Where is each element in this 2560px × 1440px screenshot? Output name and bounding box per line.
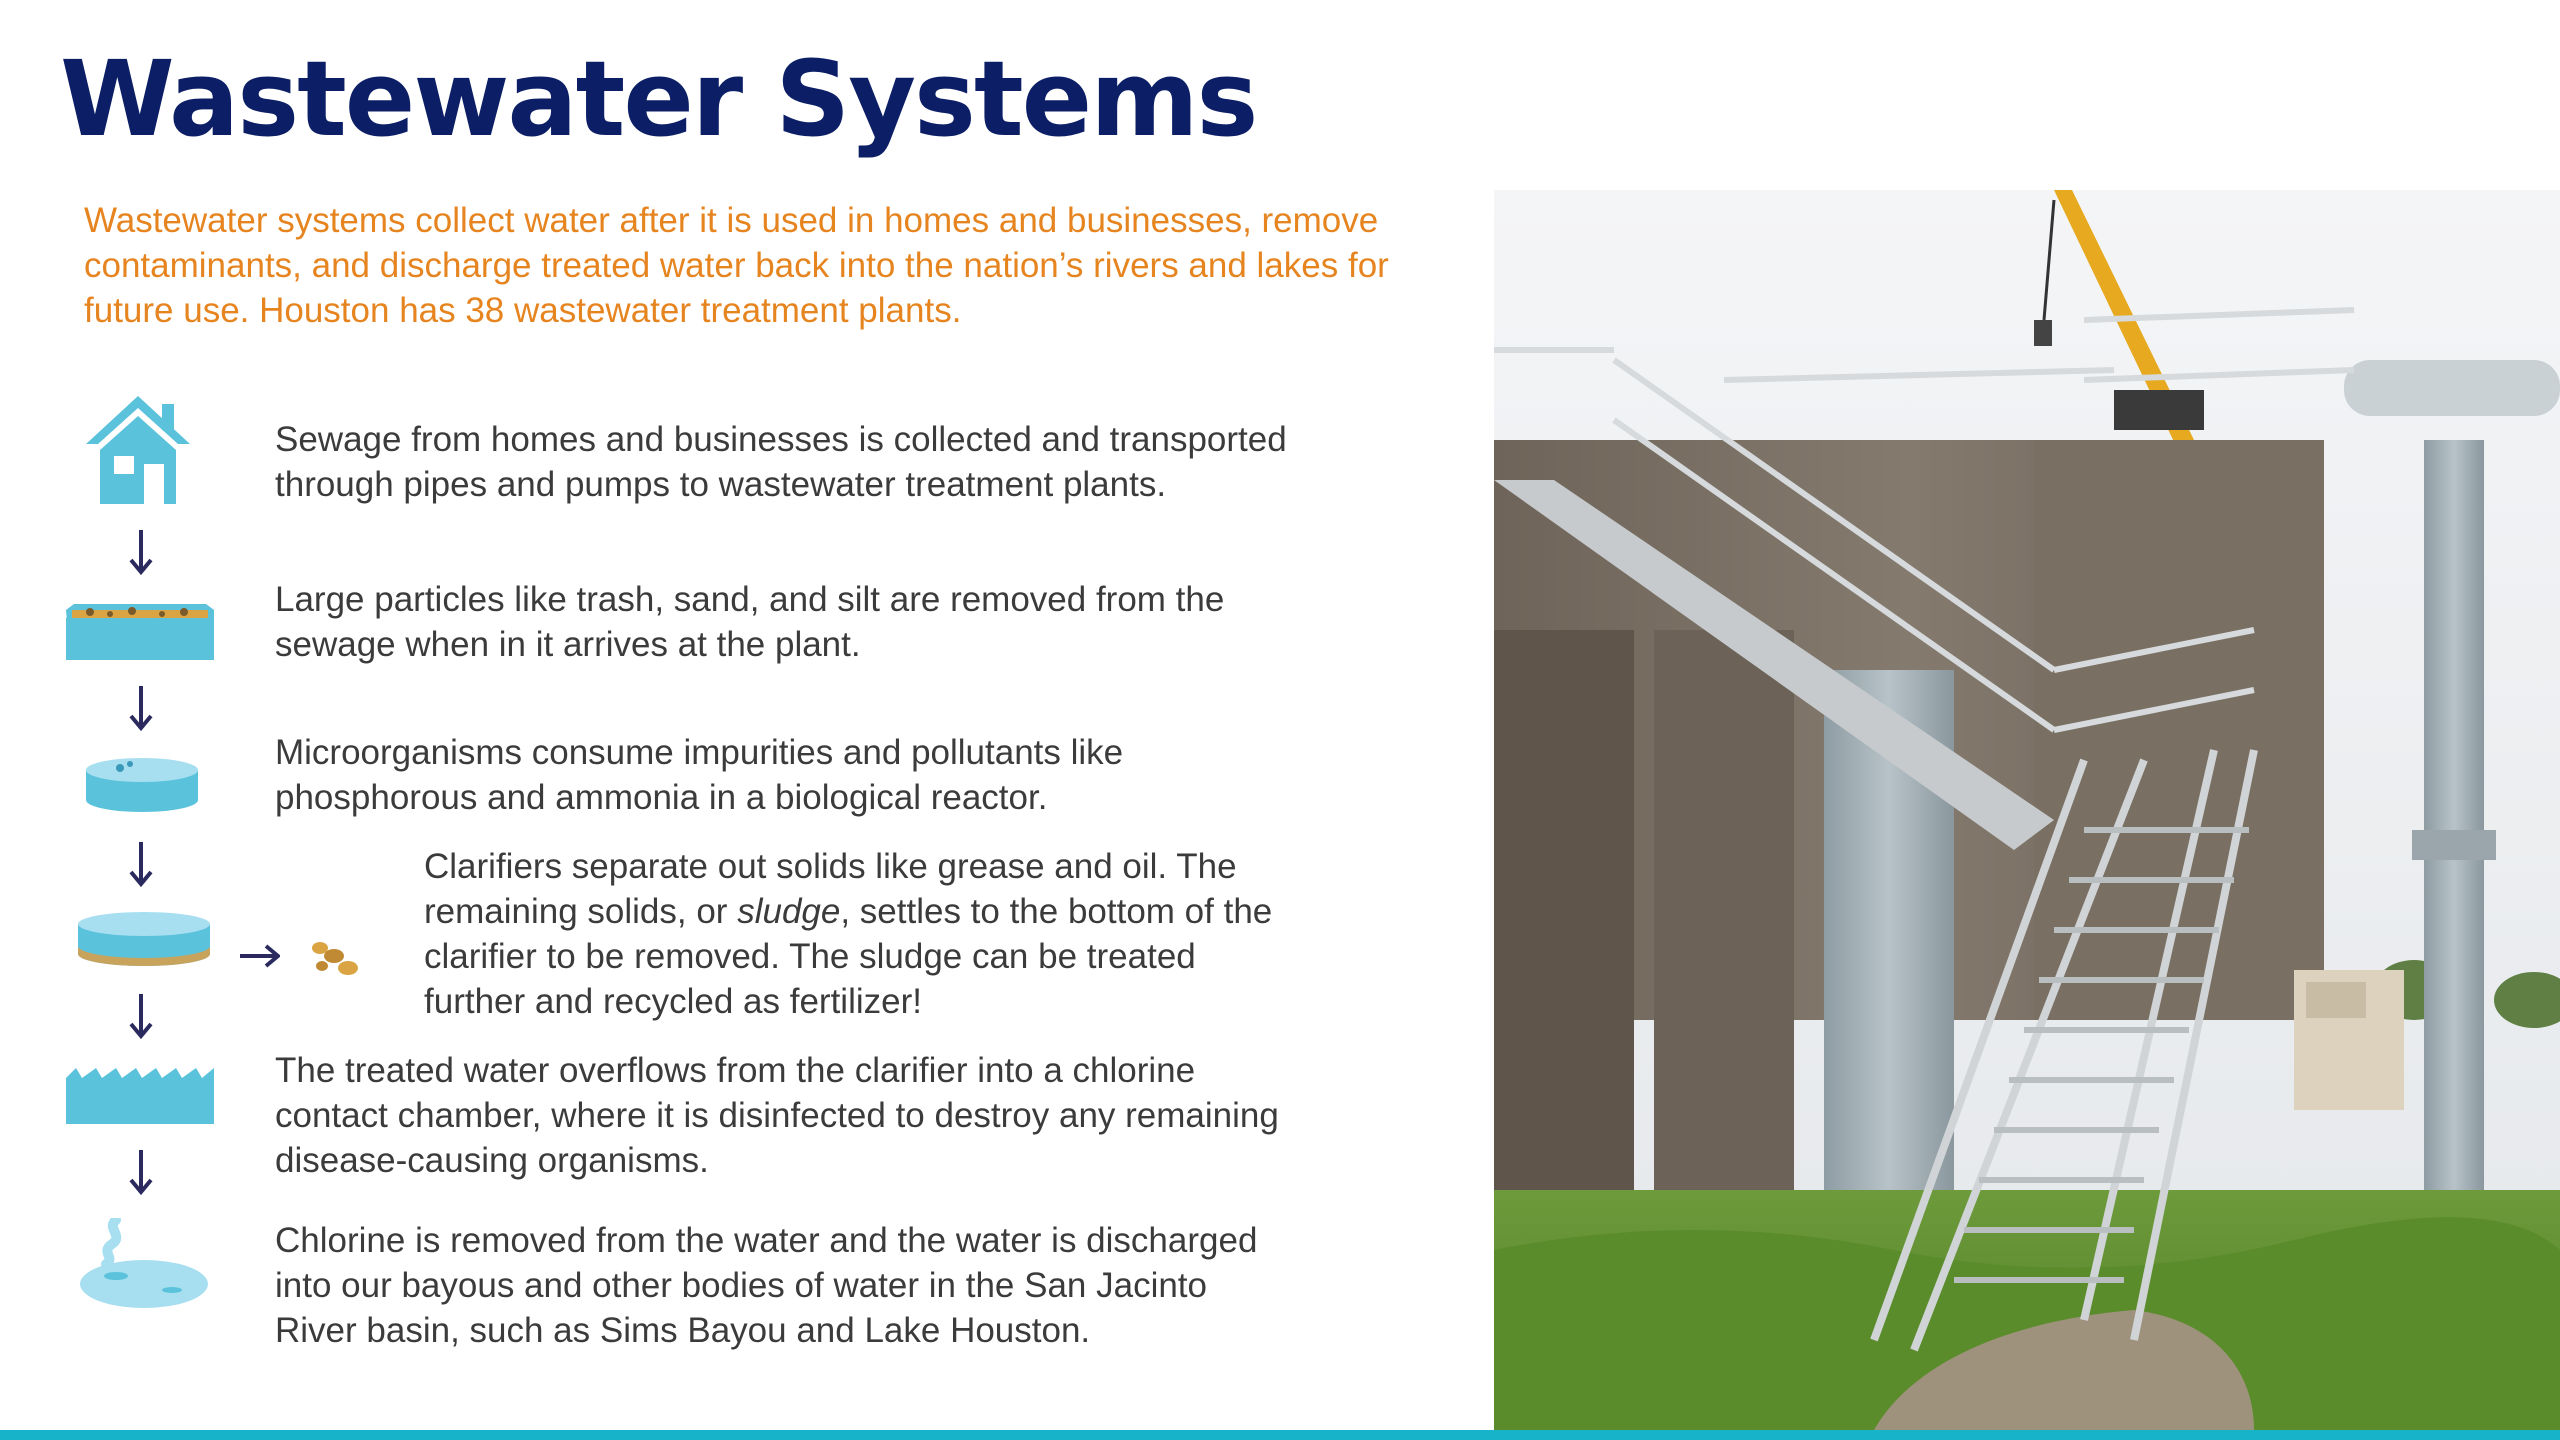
step-1-line-1: Sewage from homes and businesses is coll… <box>275 420 1287 459</box>
step-2-line-1: Large particles like trash, sand, and si… <box>275 580 1225 619</box>
bottom-accent-bar <box>0 1430 2560 1440</box>
step-2-text: Large particles like trash, sand, and si… <box>275 577 1224 667</box>
step-4-line-2-post: , settles to the bottom of the <box>840 892 1273 931</box>
step-6-line-2: into our bayous and other bodies of wate… <box>275 1266 1207 1305</box>
step-3-text: Microorganisms consume impurities and po… <box>275 730 1123 820</box>
step-6-line-1: Chlorine is removed from the water and t… <box>275 1221 1258 1260</box>
intro-paragraph: Wastewater systems collect water after i… <box>84 201 1389 330</box>
step-2-line-2: sewage when in it arrives at the plant. <box>275 625 861 664</box>
step-6-line-3: River basin, such as Sims Bayou and Lake… <box>275 1311 1091 1350</box>
step-6-text: Chlorine is removed from the water and t… <box>275 1218 1257 1353</box>
river-icon <box>80 1218 208 1308</box>
step-3-line-1: Microorganisms consume impurities and po… <box>275 733 1124 772</box>
step-4-line-2: remaining solids, or sludge, settles to … <box>424 889 1272 934</box>
step-5-text: The treated water overflows from the cla… <box>275 1048 1279 1183</box>
step-1-line-2: through pipes and pumps to wastewater tr… <box>275 465 1167 504</box>
treatment-plant-illustration <box>1494 190 2560 1430</box>
step-4-line-4: further and recycled as fertilizer! <box>424 982 922 1021</box>
step-4-line-1: Clarifiers separate out solids like grea… <box>424 847 1237 886</box>
sludge-icon <box>312 942 358 975</box>
chlorine-chamber-icon <box>66 1068 214 1124</box>
screening-tank-icon <box>66 604 214 660</box>
sludge-term: sludge <box>737 892 841 931</box>
step-4-line-3: clarifier to be removed. The sludge can … <box>424 937 1196 976</box>
down-arrow-icon <box>129 1150 153 1196</box>
step-5-line-3: disease-causing organisms. <box>275 1141 709 1180</box>
step-4-text: Clarifiers separate out solids like grea… <box>424 844 1272 1024</box>
down-arrow-icon <box>129 686 153 732</box>
down-arrow-icon <box>129 994 153 1040</box>
treatment-plant-photo <box>1494 190 2560 1430</box>
step-1-text: Sewage from homes and businesses is coll… <box>275 417 1287 507</box>
step-5-line-1: The treated water overflows from the cla… <box>275 1051 1196 1090</box>
step-3-line-2: phosphorous and ammonia in a biological … <box>275 778 1048 817</box>
down-arrow-icon <box>129 842 153 888</box>
slide-title: Wastewater Systems <box>60 38 1258 160</box>
clarifier-icon <box>78 912 210 966</box>
down-arrow-icon <box>129 530 153 576</box>
step-4-line-2-pre: remaining solids, or <box>424 892 738 931</box>
right-arrow-icon <box>240 944 280 968</box>
bioreactor-icon <box>86 758 198 812</box>
step-5-line-2: contact chamber, where it is disinfected… <box>275 1096 1279 1135</box>
house-icon <box>86 396 190 504</box>
